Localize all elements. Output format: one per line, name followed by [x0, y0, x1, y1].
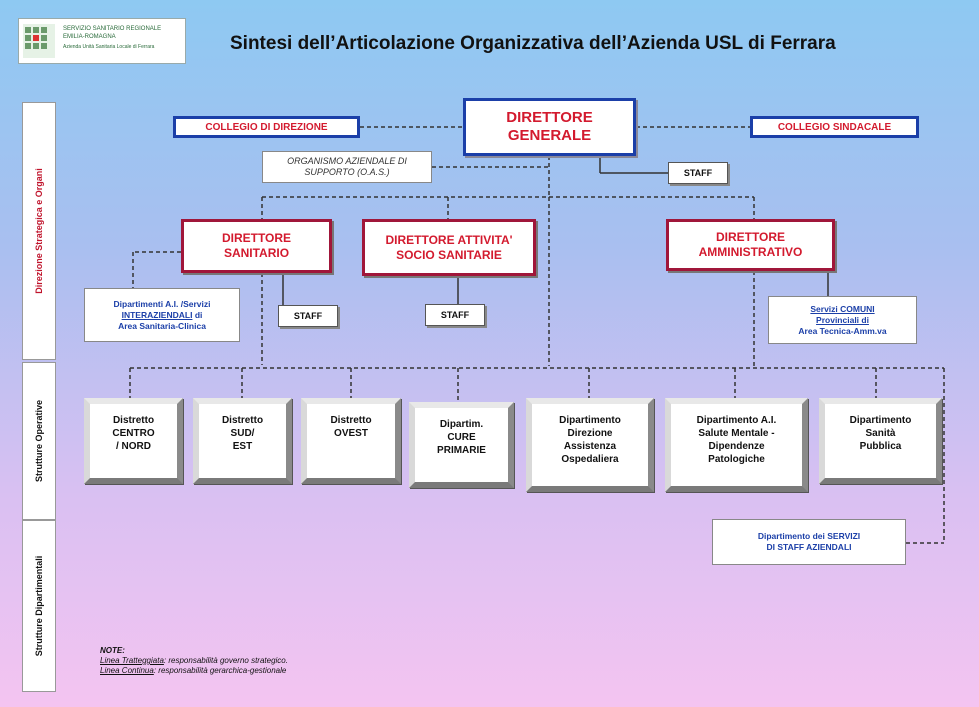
op-line: Distretto [221, 415, 264, 426]
op-line: Direzione [567, 428, 613, 439]
direttore-amministrativo-box: DIRETTORE AMMINISTRATIVO [666, 219, 835, 271]
dipartimenti-interaziendali-box: Dipartimenti A.I. /Servizi INTERAZIENDAL… [84, 288, 240, 342]
oas-box: ORGANISMO AZIENDALE DI SUPPORTO (O.A.S.) [262, 151, 432, 183]
servizi-staff-aziendali-box: Dipartimento dei SERVIZI DI STAFF AZIEND… [712, 519, 906, 565]
ds-line-2: SANITARIO [223, 246, 290, 260]
da-line-1: DIRETTORE [715, 230, 786, 244]
operative-box-distretto-ovest: Distretto OVEST [301, 398, 401, 484]
dg-line-1: DIRETTORE [506, 109, 593, 126]
dass-line-1: DIRETTORE ATTIVITA' [385, 232, 513, 247]
op-line: Distretto [112, 415, 155, 426]
sa-line-1: Dipartimento dei SERVIZI [757, 531, 861, 541]
note-dashed-term: Linea Tratteggiata [100, 656, 164, 665]
operative-box-salute-mentale: Dipartimento A.I. Salute Mentale - Dipen… [665, 398, 808, 492]
note-solid-desc: : responsabilità gerarchica-gestionale [153, 666, 287, 675]
sa-line-2: DI STAFF AZIENDALI [766, 542, 852, 552]
logo-line-3: Azienda Unità Sanitaria Locale di Ferrar… [63, 44, 155, 50]
op-line: CENTRO [112, 428, 155, 439]
serv-line-2: Provinciali di [816, 314, 869, 325]
note-dashed-desc: : responsabilità governo strategico. [163, 656, 288, 665]
side-label-dipartimentali-text: Strutture Dipartimentali [34, 555, 44, 657]
region-logo: SERVIZIO SANITARIO REGIONALE EMILIA-ROMA… [18, 18, 186, 64]
dass-line-2: SOCIO SANITARIE [396, 247, 502, 262]
dg-line-2: GENERALE [507, 127, 592, 144]
legend-note: NOTE: Linea Tratteggiata: responsabilità… [100, 646, 288, 676]
staff-box-socio: STAFF [425, 304, 485, 326]
op-line: PRIMARIE [437, 445, 486, 456]
op-line: Pubblica [859, 441, 902, 452]
side-label-direzione: Direzione Strategica e Organi [22, 102, 56, 360]
da-line-2: AMMINISTRATIVO [698, 245, 803, 259]
op-line: Ospedaliera [561, 454, 619, 465]
page-title: Sintesi dell’Articolazione Organizzativa… [230, 33, 836, 54]
region-logo-icon [23, 24, 55, 58]
servizi-comuni-box: Servizi COMUNI Provinciali di Area Tecni… [768, 296, 917, 344]
dip-line-1: Dipartimenti A.I. /Servizi [113, 298, 211, 309]
op-line: Dipartimento [559, 415, 621, 426]
direttore-sanitario-box: DIRETTORE SANITARIO [181, 219, 332, 273]
op-line: Dipartimento A.I. [696, 415, 777, 426]
side-label-direzione-text: Direzione Strategica e Organi [34, 168, 44, 294]
operative-box-assistenza-ospedaliera: Dipartimento Direzione Assistenza Ospeda… [526, 398, 654, 492]
staff-box-dg: STAFF [668, 162, 728, 184]
collegio-direzione-box: COLLEGIO DI DIREZIONE [173, 116, 360, 138]
side-label-operative: Strutture Operative [22, 362, 56, 520]
op-line: / NORD [116, 441, 151, 452]
op-line: Dipendenze [708, 441, 765, 452]
op-line: Patologiche [708, 454, 765, 465]
op-line: Dipartim. [439, 419, 484, 430]
op-line: EST [232, 441, 253, 452]
op-line: Salute Mentale - [698, 428, 775, 439]
operative-box-cure-primarie: Dipartim. CURE PRIMARIE [409, 402, 514, 488]
op-line: Distretto [330, 415, 372, 426]
oas-line-1: ORGANISMO AZIENDALE DI [287, 156, 407, 166]
direttore-generale-box: DIRETTORE GENERALE [463, 98, 636, 156]
note-heading: NOTE: [100, 646, 125, 655]
direttore-socio-sanitarie-box: DIRETTORE ATTIVITA' SOCIO SANITARIE [362, 219, 536, 276]
dip-line-3: Area Sanitaria-Clinica [118, 320, 206, 331]
serv-line-1: Servizi COMUNI [810, 303, 875, 314]
op-line: OVEST [334, 428, 368, 439]
oas-line-2: SUPPORTO (O.A.S.) [304, 167, 390, 177]
operative-box-distretto-sud-est: Distretto SUD/ EST [193, 398, 292, 484]
ds-line-1: DIRETTORE [221, 231, 292, 245]
operative-box-sanita-pubblica: Dipartimento Sanità Pubblica [819, 398, 942, 484]
op-line: Assistenza [563, 441, 617, 452]
side-label-dipartimentali: Strutture Dipartimentali [22, 520, 56, 692]
logo-line-1: SERVIZIO SANITARIO REGIONALE [63, 26, 162, 32]
note-solid-term: Linea Continua [100, 666, 154, 675]
op-line: Sanità [865, 428, 896, 439]
logo-line-2: EMILIA-ROMAGNA [63, 34, 116, 40]
serv-line-3: Area Tecnica-Amm.va [798, 325, 887, 336]
dip-line-2-rest: di [192, 309, 203, 320]
op-line: CURE [447, 432, 476, 443]
collegio-sindacale-box: COLLEGIO SINDACALE [750, 116, 919, 138]
op-line: Dipartimento [849, 415, 912, 426]
staff-box-sanitario: STAFF [278, 305, 338, 327]
dip-line-2-underlined: INTERAZIENDALI [121, 309, 193, 320]
side-label-operative-text: Strutture Operative [34, 399, 44, 483]
op-line: SUD/ [230, 428, 255, 439]
operative-box-distretto-centro-nord: Distretto CENTRO / NORD [84, 398, 183, 484]
